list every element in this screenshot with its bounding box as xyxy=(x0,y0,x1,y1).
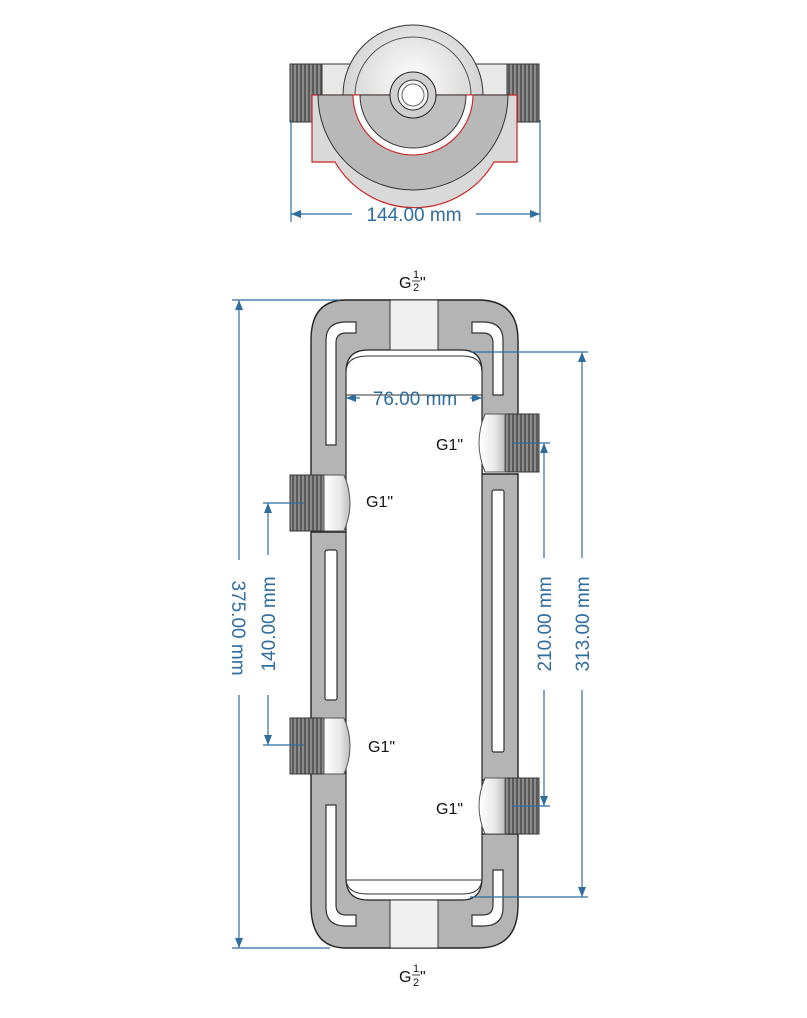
left-lower-port xyxy=(289,717,351,775)
right-upper-port-label: G1" xyxy=(436,437,463,454)
top-port-label: G 1 2 " xyxy=(399,269,426,294)
right-lower-port-label: G1" xyxy=(436,801,463,818)
left-lower-port-label: G1" xyxy=(368,739,395,756)
svg-text:G: G xyxy=(399,275,411,292)
right-window xyxy=(491,489,505,753)
left-upper-port-label: G1" xyxy=(366,494,393,511)
svg-text:": " xyxy=(420,969,426,986)
left-upper-port xyxy=(289,474,351,532)
svg-text:G: G xyxy=(399,969,411,986)
bottom-port-label: G 1 2 " xyxy=(399,963,426,989)
left-window xyxy=(324,549,338,701)
manifold-cavity xyxy=(345,349,483,901)
front-view: G 1 2 " xyxy=(227,269,594,989)
svg-text:1: 1 xyxy=(413,269,419,281)
bottom-port-fitting xyxy=(389,899,439,949)
top-view: 144.00 mm xyxy=(289,24,541,226)
left-port-spacing-dimension: 140.00 mm xyxy=(259,576,280,671)
inner-width-dimension: 76.00 mm xyxy=(373,389,457,410)
svg-text:2: 2 xyxy=(413,282,419,294)
inner-height-dimension: 313.00 mm xyxy=(573,576,594,671)
top-view-width-dimension: 144.00 mm xyxy=(366,205,461,226)
right-port-spacing-dimension: 210.00 mm xyxy=(535,576,556,671)
svg-text:": " xyxy=(420,275,426,292)
svg-text:1: 1 xyxy=(413,963,419,975)
overall-height-dimension: 375.00 mm xyxy=(227,580,248,675)
top-port-fitting xyxy=(389,299,439,351)
top-view-right-thread xyxy=(504,63,540,123)
svg-text:2: 2 xyxy=(413,977,419,989)
